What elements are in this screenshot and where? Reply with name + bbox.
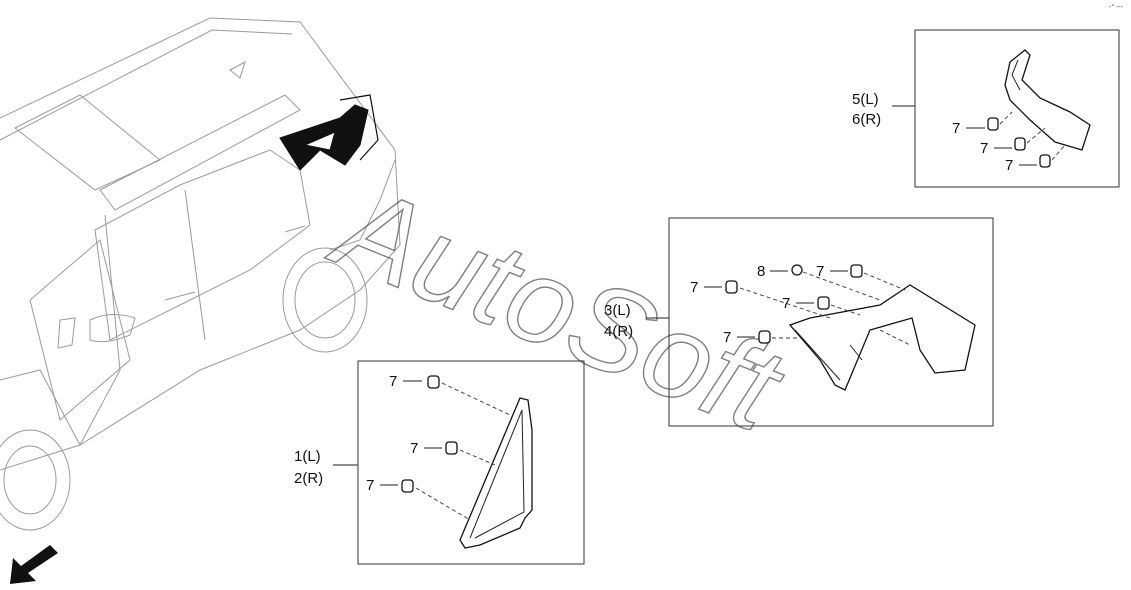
part-label-6: 6(R): [852, 111, 881, 128]
highlighted-rear-trim: [279, 94, 379, 171]
fastener-label: 7: [389, 373, 397, 390]
fastener-label: 7: [690, 279, 698, 296]
rear-pillar-trim-upper: [1004, 49, 1091, 151]
watermark: AutoSoft: [314, 157, 802, 459]
group-bottom-center: 1(L) 2(R) 7 7 7: [294, 360, 585, 565]
clip-icon: [987, 117, 999, 131]
fastener-label: 7: [366, 477, 374, 494]
group-middle-right: 3(L) 4(R) 7 8 7 7 7: [604, 217, 994, 427]
part-label-4: 4(R): [604, 323, 633, 340]
vehicle-outline: [0, 17, 401, 531]
clip-icon: [725, 280, 738, 294]
fastener-label: 7: [1005, 157, 1013, 174]
rear-quarter-trim: [788, 284, 976, 391]
fastener-label: 7: [410, 440, 418, 457]
clip-icon: [1039, 154, 1051, 168]
part-label-5: 5(L): [852, 91, 879, 108]
fastener-label: 7: [952, 120, 960, 137]
corner-mark: -° ---: [1109, 3, 1124, 11]
part-label-1: 1(L): [294, 448, 321, 465]
svg-text:AutoSoft: AutoSoft: [315, 158, 802, 459]
fastener-label: 7: [782, 295, 790, 312]
part-label-3: 3(L): [604, 302, 631, 319]
clip-icon: [758, 330, 771, 344]
clip-icon: [1014, 137, 1026, 151]
clip-icon: [445, 441, 458, 455]
group-box: [914, 29, 1120, 188]
fastener-label: 7: [816, 263, 824, 280]
arrow-down-left-icon: [10, 545, 58, 584]
clip-icon: [850, 264, 863, 278]
fastener-label: 7: [723, 329, 731, 346]
part-label-2: 2(R): [294, 470, 323, 487]
clip-icon: [791, 264, 803, 276]
clip-icon: [817, 296, 830, 310]
clip-icon: [427, 375, 440, 389]
clip-icon: [401, 479, 414, 493]
group-box: [668, 217, 994, 427]
fastener-label: 7: [980, 140, 988, 157]
group-box: [357, 360, 585, 565]
fastener-label: 8: [757, 263, 765, 280]
group-top-right: 5(L) 6(R) 7 7 7: [852, 29, 1120, 188]
